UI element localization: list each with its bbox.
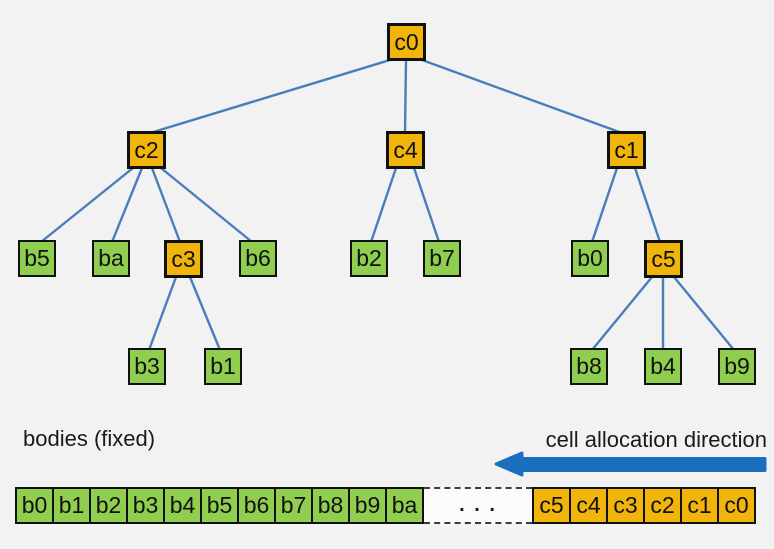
tree-edge	[673, 276, 735, 351]
tree-node-b8: b8	[570, 348, 608, 385]
array-slot-c4: c4	[569, 487, 608, 524]
array-slot-b8: b8	[311, 487, 350, 524]
tree-edge	[403, 59, 408, 134]
tree-edge	[591, 276, 653, 351]
tree-node-c0: c0	[387, 23, 426, 61]
array-slot-b7: b7	[274, 487, 313, 524]
tree-edge	[412, 167, 441, 243]
tree-node-b9: b9	[718, 348, 756, 385]
tree-node-c4: c4	[386, 131, 425, 169]
allocation-arrow-icon	[494, 451, 767, 477]
array-slot-b2: b2	[89, 487, 128, 524]
array-slot-b9: b9	[348, 487, 387, 524]
tree-edge	[150, 167, 182, 243]
array-slot-c5: c5	[532, 487, 571, 524]
tree-node-b7: b7	[423, 240, 461, 277]
array-slot-ba: ba	[385, 487, 424, 524]
tree-node-c3: c3	[164, 240, 203, 278]
tree-edge	[149, 58, 391, 135]
array-slot-c1: c1	[680, 487, 719, 524]
memory-array: b0 b1 b2 b3 b4 b5 b6 b7 b8 b9 ba . . . c…	[15, 487, 756, 524]
array-slot-b4: b4	[163, 487, 202, 524]
tree-node-c1: c1	[607, 131, 646, 169]
array-slot-b5: b5	[200, 487, 239, 524]
array-slot-b0: b0	[15, 487, 54, 524]
tree-edge	[421, 58, 623, 135]
tree-node-b3: b3	[128, 348, 166, 385]
array-slot-c0: c0	[717, 487, 756, 524]
tree-node-b1: b1	[204, 348, 242, 385]
tree-edge	[40, 167, 134, 243]
array-slot-b3: b3	[126, 487, 165, 524]
array-slot-b1: b1	[52, 487, 91, 524]
bodies-fixed-label: bodies (fixed)	[23, 426, 156, 451]
array-slot-b6: b6	[237, 487, 276, 524]
tree-node-c5: c5	[644, 240, 683, 278]
tree-node-b0: b0	[571, 240, 609, 277]
tree-edge	[633, 167, 662, 243]
tree-edge	[188, 276, 222, 351]
array-slot-c3: c3	[606, 487, 645, 524]
tree-node-c2: c2	[127, 131, 166, 169]
tree-node-ba: ba	[92, 240, 130, 277]
tree-edge	[110, 167, 144, 243]
tree-node-b6: b6	[239, 240, 277, 277]
tree-node-b4: b4	[644, 348, 682, 385]
cell-allocation-direction-label: cell allocation direction	[545, 427, 767, 452]
array-slot-c2: c2	[643, 487, 682, 524]
tree-node-b2: b2	[350, 240, 388, 277]
tree-edge	[369, 167, 398, 243]
tree-edge	[160, 167, 253, 243]
tree-edge	[147, 276, 178, 351]
array-ellipsis: . . .	[424, 487, 532, 524]
tree-edge	[590, 167, 619, 243]
tree-node-b5: b5	[18, 240, 56, 277]
